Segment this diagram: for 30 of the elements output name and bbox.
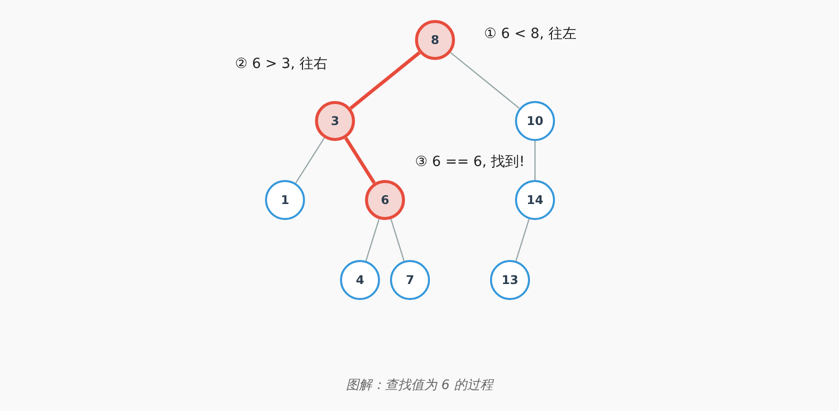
tree-node-circle xyxy=(315,101,355,141)
tree-node-circle xyxy=(340,260,380,300)
node-value: 14 xyxy=(526,193,544,207)
tree-node-circle xyxy=(390,260,430,300)
tree-edge xyxy=(450,52,520,109)
step-annotation: ③ 6 == 6, 找到! xyxy=(415,153,525,171)
tree-node-circle xyxy=(490,260,530,300)
node-value: 3 xyxy=(330,114,340,128)
tree-node-circle xyxy=(515,180,555,220)
tree-edge xyxy=(534,141,536,180)
tree-node-circle xyxy=(265,180,305,220)
tree-edge xyxy=(515,218,530,262)
node-value: 1 xyxy=(280,193,290,207)
node-value: 6 xyxy=(380,193,390,207)
node-value: 4 xyxy=(356,273,364,287)
caption: 图解：查找值为 6 的过程 xyxy=(345,377,495,394)
node-value: 8 xyxy=(430,33,440,47)
node-value: 13 xyxy=(502,273,518,287)
tree-edge xyxy=(295,138,325,184)
tree-edge xyxy=(344,136,376,184)
tree-edge xyxy=(349,51,421,110)
tree-node-circle xyxy=(365,180,405,220)
node-value: 10 xyxy=(526,114,544,128)
tree-node-circle xyxy=(415,20,455,60)
node-value: 7 xyxy=(406,273,414,287)
tree-edge xyxy=(390,218,405,262)
tree-edge xyxy=(365,218,380,262)
tree-node-circle xyxy=(515,101,555,141)
step-annotation: ① 6 < 8, 往左 xyxy=(484,25,576,43)
step-annotation: ② 6 > 3, 往右 xyxy=(235,55,328,73)
